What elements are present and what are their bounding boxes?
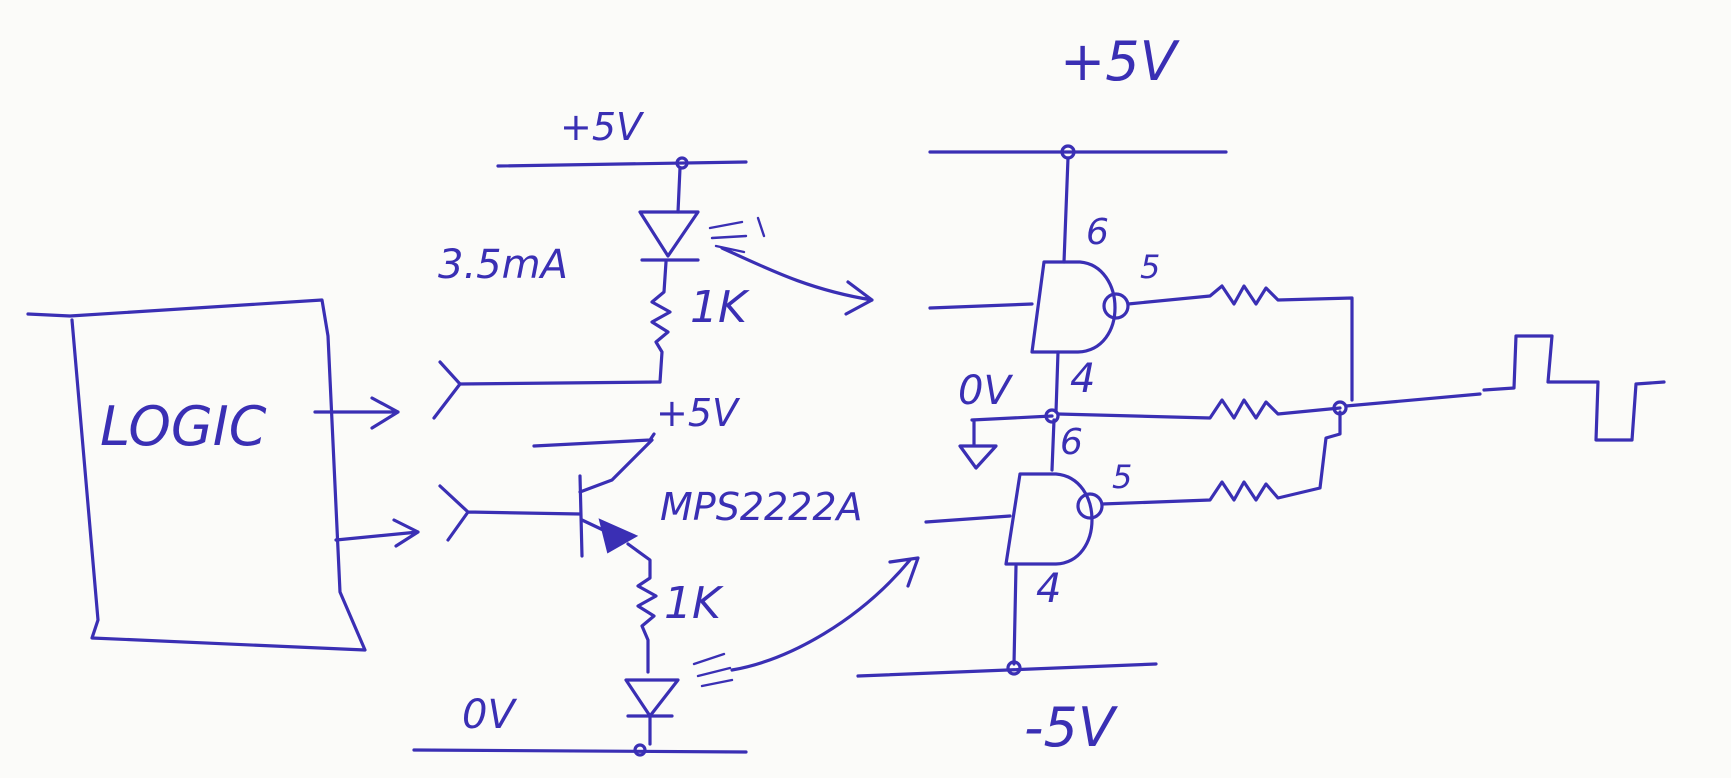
r2-label: 1K [664,578,724,629]
light-rays-icon [708,216,766,254]
gate-bottom-icon [1004,472,1094,566]
resistor-1k-top [650,260,672,384]
input-chevron-top [432,360,462,420]
ground-bottom-label: 0V [462,692,517,738]
rail-top-right-label: +5V [1060,30,1181,93]
logic-block: LOGIC [26,298,420,652]
gate-network: +5V 6 5 4 0V 6 5 4 -5V [856,30,1666,759]
input-chevron-bottom [438,484,582,542]
junction-dot [675,156,689,170]
rail-top-left [496,160,748,168]
light-rays-bottom-icon [692,652,734,688]
resistor-bottom-output [1100,410,1342,506]
rail-mid-label: +5V [656,391,741,435]
pin-out-top: 5 [1140,248,1160,286]
output-line [1344,392,1482,408]
led-top-icon [638,210,700,258]
resistor-1k-bottom [626,542,658,674]
r1-label: 1K [690,282,750,333]
pin-gnd-top: 4 [1070,356,1095,402]
logic-output-arrow-1 [313,396,400,430]
ground-right-label: 0V [958,368,1013,414]
rail-top-left-label: +5V [560,105,645,149]
resistor-middle [1056,398,1342,420]
optical-coupling-arrow-bottom [730,556,920,672]
pin-gnd-bottom: 4 [1036,566,1061,612]
logic-output-arrow-2 [334,518,420,548]
ground-rail-bottom [412,748,748,754]
ground-symbol-icon [958,418,998,470]
transistor-label: MPS2222A [660,485,863,529]
gate-top-icon [1030,260,1117,354]
logic-label: LOGIC [100,395,267,458]
transistor-base-bar [578,474,584,558]
pin-vcc-bottom: 6 [1060,422,1083,463]
optical-coupling-arrow-top [720,246,874,316]
square-wave-icon [1482,334,1666,442]
current-label: 3.5mA [438,242,568,288]
transistor-branch: +5V MPS2222A 1K 0V [412,391,920,757]
led-bottom-icon [624,678,680,718]
led-branch-top: +5V 3.5mA 1K [432,105,874,420]
resistor-top-output [1126,284,1354,402]
emitter-arrow-icon [598,518,639,554]
pin-out-bottom: 5 [1112,458,1132,496]
rail-bottom-right-label: -5V [1024,696,1119,759]
pin-vcc-top: 6 [1086,212,1109,253]
